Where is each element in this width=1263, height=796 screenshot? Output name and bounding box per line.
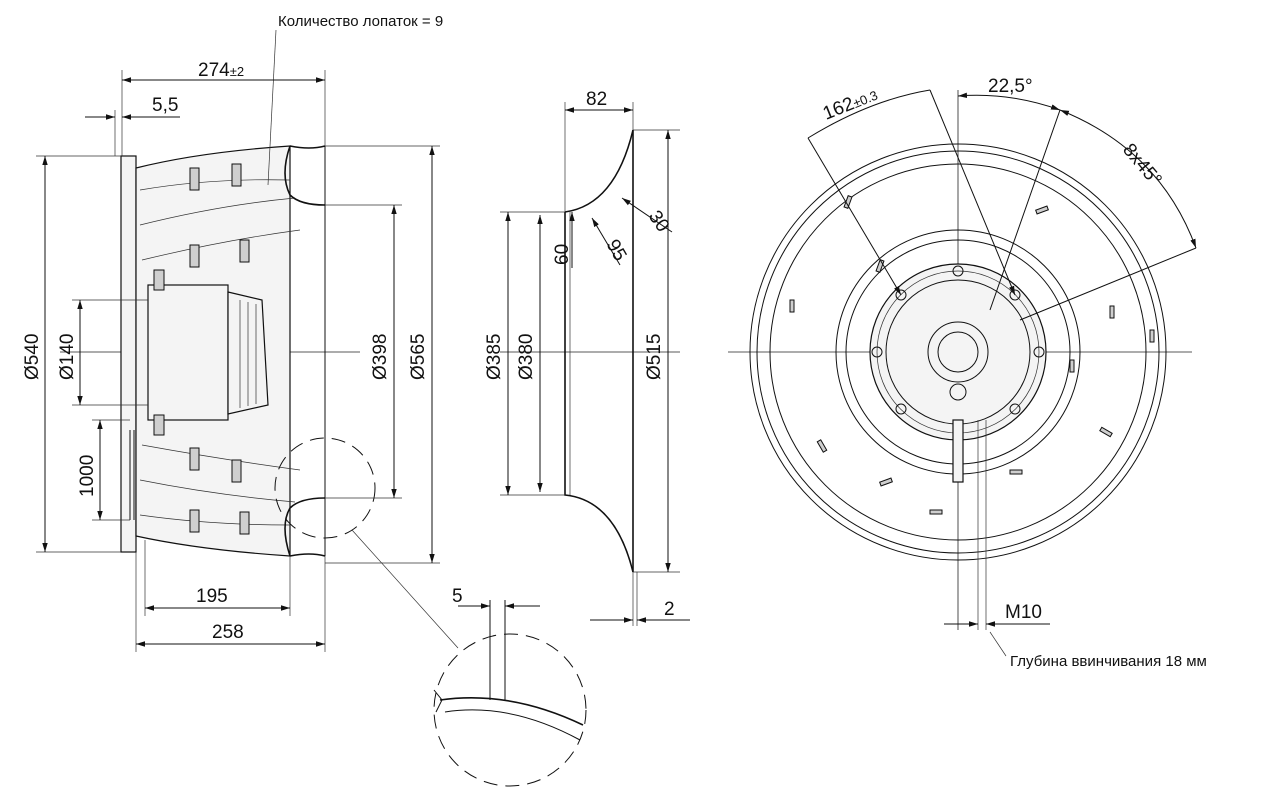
blade-line — [141, 229, 301, 261]
ring-inner-curve — [564, 129, 634, 573]
dim-30: 30 — [644, 207, 673, 236]
detail-view: 5 — [433, 586, 587, 787]
outer-rim — [749, 143, 1167, 561]
dim-540: Ø540 — [22, 334, 43, 380]
dim-5-5: 5,5 — [152, 95, 178, 116]
front-view: 162±0.3 22,5° 8x45° M10 Глубина ввинчива… — [728, 76, 1207, 670]
blade-line — [139, 197, 296, 226]
blades-note-leader — [267, 29, 277, 186]
cable-gland — [949, 383, 967, 401]
dim-162: 162±0.3 — [820, 84, 881, 125]
dim-380: Ø380 — [516, 334, 537, 380]
dim-2: 2 — [664, 599, 675, 620]
dim-385: Ø385 — [484, 334, 505, 380]
dim-565: Ø565 — [408, 334, 429, 380]
outer-rim-step — [769, 163, 1147, 541]
fin-lines — [239, 300, 257, 408]
thread-depth-note: Глубина ввинчивания 18 мм — [1010, 653, 1207, 670]
dim-8x45-deg: 8x45° — [1118, 140, 1165, 191]
detail-circle — [433, 633, 587, 787]
blade-line — [141, 444, 301, 471]
motor-flange — [869, 263, 1047, 441]
hub-inner — [937, 331, 979, 373]
outer-rim-inner — [756, 150, 1160, 554]
detail-circle-marker — [274, 437, 376, 539]
dim-1000: 1000 — [77, 455, 98, 497]
front-blade-slots — [789, 195, 1155, 515]
dim-5: 5 — [452, 586, 463, 607]
dim-195: 195 — [196, 586, 228, 607]
thread-note-leader — [989, 631, 1007, 657]
detail-surface — [439, 696, 584, 726]
dim-398: Ø398 — [370, 334, 391, 380]
profile-view: 82 30 60 95 Ø385 Ø380 Ø515 2 — [484, 89, 690, 626]
inlet-ring-top — [284, 145, 326, 206]
motor-housing — [147, 284, 229, 421]
dim-22-5-deg: 22,5° — [988, 76, 1033, 97]
dim-82: 82 — [586, 89, 607, 110]
blade-slots — [189, 163, 250, 535]
dim-140: Ø140 — [57, 334, 78, 380]
hub-outer — [927, 321, 989, 383]
dim-m10: M10 — [1005, 602, 1042, 623]
blades-note: Количество лопаток = 9 — [278, 13, 443, 30]
dim-274: 274±2 — [198, 60, 244, 81]
dim-60: 60 — [552, 244, 573, 265]
side-view: Количество лопаток = 9 274±2 5,5 Ø540 Ø1… — [22, 13, 459, 652]
motor-bolt-top — [153, 269, 165, 291]
detail-leader — [351, 529, 459, 649]
inlet-ring-bottom — [284, 497, 326, 557]
dim-258: 258 — [212, 622, 244, 643]
motor-cable — [952, 419, 964, 483]
dim-95: 95 — [602, 236, 631, 265]
blade-line — [139, 179, 291, 191]
dim-515: Ø515 — [644, 334, 665, 380]
motor-bolt-bottom — [153, 414, 165, 436]
blade-line — [139, 514, 291, 526]
